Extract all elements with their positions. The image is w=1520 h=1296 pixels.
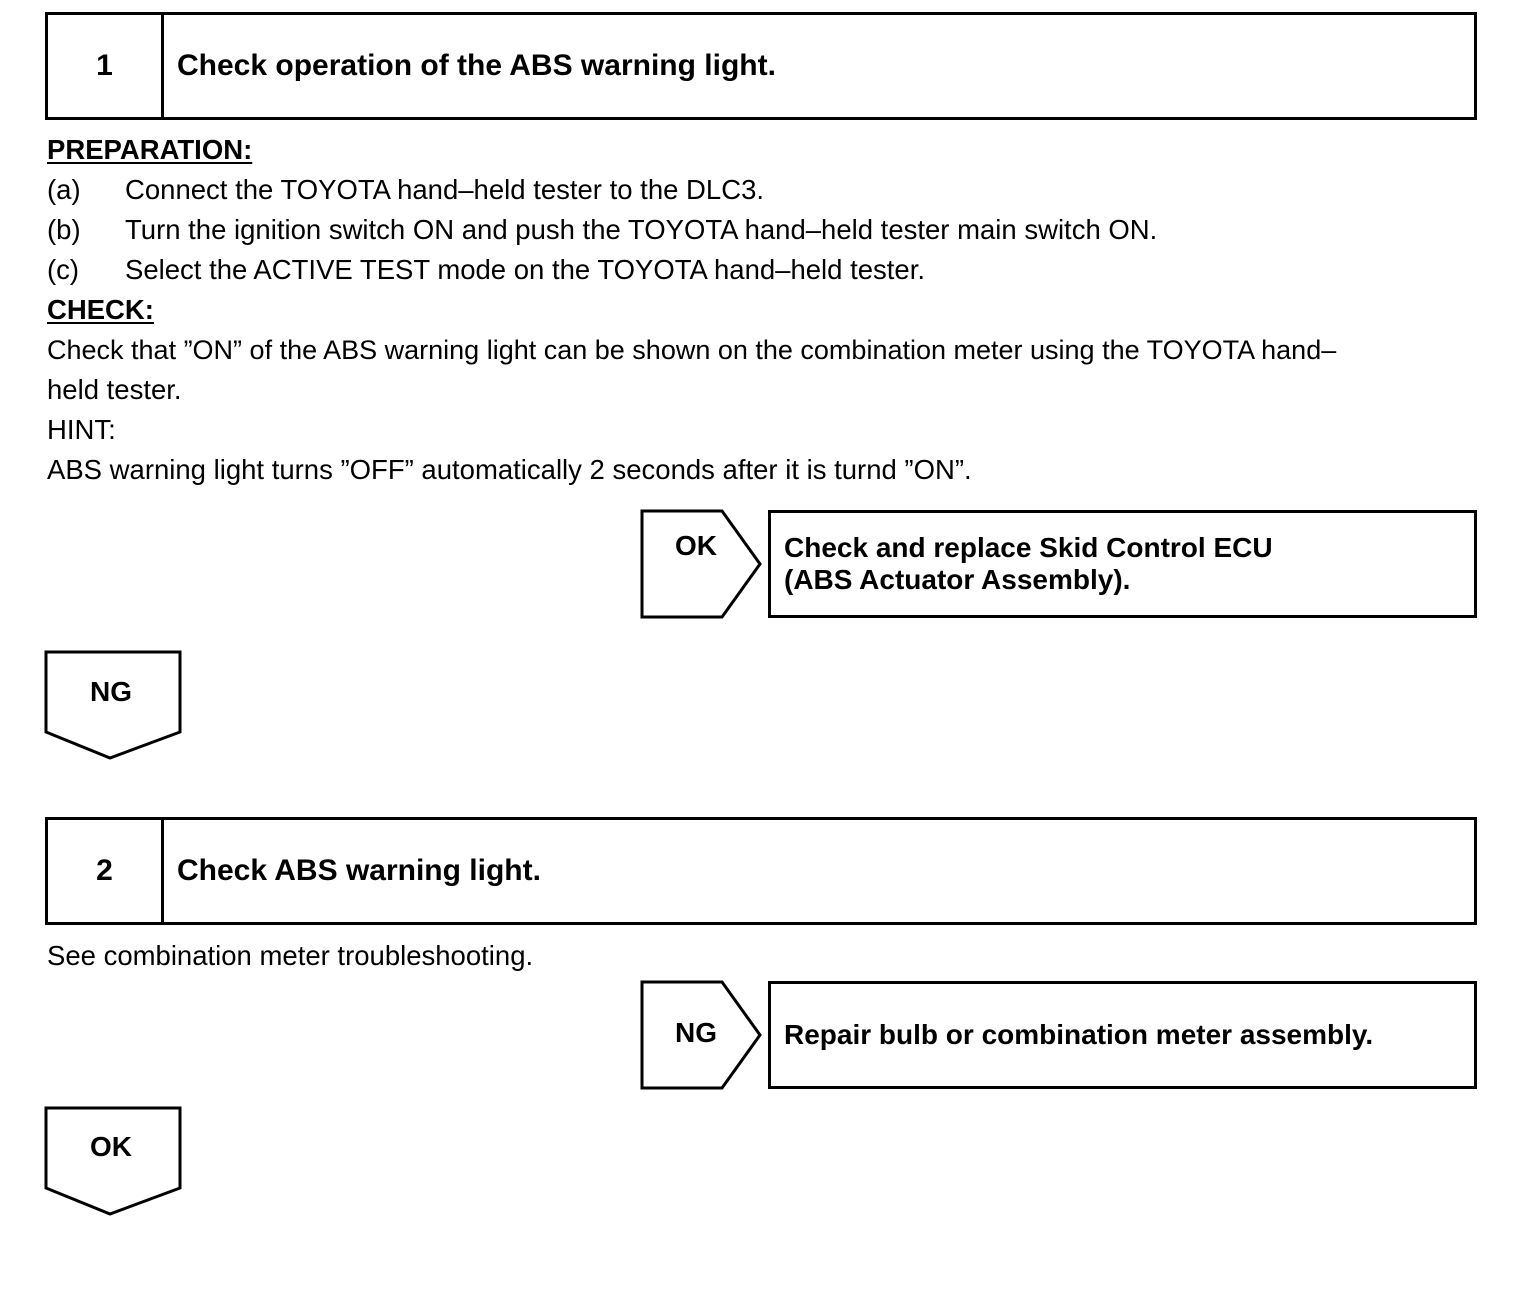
result-1-line-2: (ABS Actuator Assembly). xyxy=(784,564,1131,595)
ng-down-arrow-1 xyxy=(44,650,182,760)
item-letter: (a) xyxy=(47,174,81,205)
ok-down-arrow-2 xyxy=(44,1106,182,1216)
result-1-line-1: Check and replace Skid Control ECU xyxy=(784,532,1273,563)
preparation-item-a: (a) Connect the TOYOTA hand–held tester t… xyxy=(47,170,764,210)
step-2-number: 2 xyxy=(48,820,164,922)
step-2-note: See combination meter troubleshooting. xyxy=(47,940,534,971)
result-box-2: Repair bulb or combination meter assembl… xyxy=(768,981,1477,1089)
hint-label: HINT: xyxy=(47,414,116,445)
result-2-line-1: Repair bulb or combination meter assembl… xyxy=(784,1019,1374,1050)
preparation-heading: PREPARATION: xyxy=(47,134,253,165)
ok-arrow-1-label: OK xyxy=(675,530,717,561)
item-text: Select the ACTIVE TEST mode on the TOYOT… xyxy=(125,254,925,285)
preparation-item-c: (c) Select the ACTIVE TEST mode on the TO… xyxy=(47,250,925,290)
check-heading: CHECK: xyxy=(47,294,154,325)
step-1-title: Check operation of the ABS warning light… xyxy=(177,49,776,82)
item-letter: (c) xyxy=(47,254,80,285)
step-1-number: 1 xyxy=(48,15,164,117)
check-text-line-2: held tester. xyxy=(47,374,182,405)
result-box-1: Check and replace Skid Control ECU (ABS … xyxy=(768,510,1477,618)
ng-arrow-2 xyxy=(640,980,762,1090)
step-2-header: 2 Check ABS warning light. xyxy=(45,817,1477,925)
ok-down-arrow-2-label: OK xyxy=(90,1131,132,1162)
ok-arrow-1 xyxy=(640,509,762,619)
check-text-line-1: Check that ”ON” of the ABS warning light… xyxy=(47,335,1337,365)
ng-arrow-2-label: NG xyxy=(675,1017,717,1048)
ng-down-arrow-1-label: NG xyxy=(90,676,132,707)
step-2-title: Check ABS warning light. xyxy=(177,854,541,887)
step-1-header: 1 Check operation of the ABS warning lig… xyxy=(45,12,1477,120)
item-letter: (b) xyxy=(47,214,81,245)
item-text: Turn the ignition switch ON and push the… xyxy=(125,214,1158,245)
hint-text: ABS warning light turns ”OFF” automatica… xyxy=(47,454,972,485)
preparation-item-b: (b) Turn the ignition switch ON and push … xyxy=(47,210,1157,250)
item-text: Connect the TOYOTA hand–held tester to t… xyxy=(125,174,764,205)
